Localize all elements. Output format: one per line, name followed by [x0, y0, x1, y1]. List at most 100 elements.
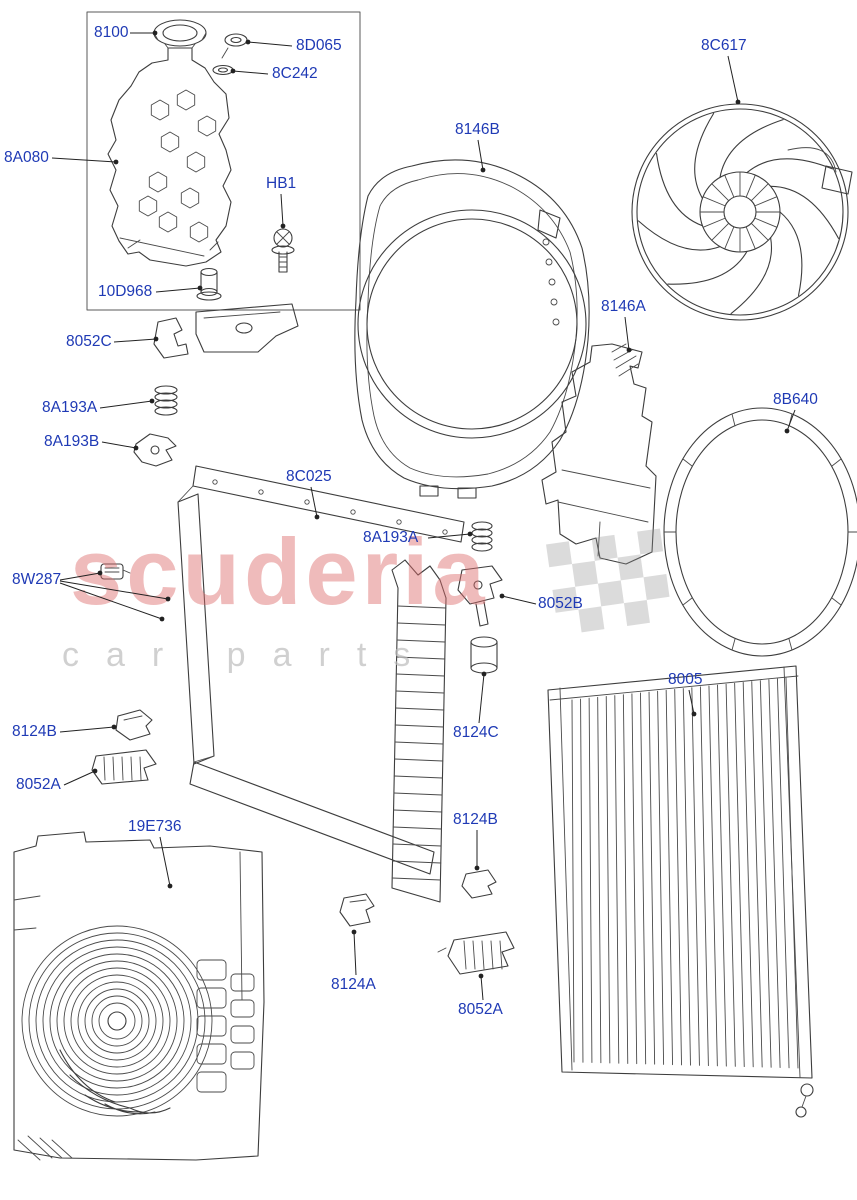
leader-line [624, 316, 630, 351]
leader-line [247, 41, 293, 47]
leader-dot [153, 336, 159, 342]
leader-line [280, 193, 284, 227]
part-label-group: 19E736 [128, 818, 181, 889]
leader-dot [197, 285, 203, 291]
part-label[interactable]: 8A080 [4, 149, 49, 166]
part-label[interactable]: 8052C [66, 333, 112, 350]
part-label[interactable]: 8052A [458, 1001, 503, 1018]
checker-flag-watermark [546, 528, 670, 633]
part-label-group: 8052C [66, 333, 159, 350]
part-label[interactable]: 8146B [455, 121, 500, 138]
part-label[interactable]: 10D968 [98, 283, 152, 300]
part-label[interactable]: 8D065 [296, 37, 342, 54]
leader-dot [165, 596, 171, 602]
part-label-group: 8146B [455, 121, 500, 173]
part-label-group: 8100 [94, 24, 158, 41]
part-label[interactable]: 8124A [331, 976, 376, 993]
part-label-group: 8A193A [42, 398, 155, 416]
leader-line [155, 287, 201, 293]
rib-lines [463, 940, 503, 970]
leader-dot [133, 445, 139, 451]
part-label-group: 10D968 [98, 283, 203, 300]
part-label-group: 8124A [331, 929, 376, 993]
part-label[interactable]: 8124C [453, 724, 499, 741]
part-label-group: 8C025 [286, 468, 332, 520]
clip-8124b-right-drawing [461, 869, 497, 899]
part-label[interactable]: 8146A [601, 298, 646, 315]
leader-line [59, 726, 115, 733]
watermark-brand: scuderia [70, 519, 489, 624]
leader-dot [280, 223, 286, 229]
part-label[interactable]: 8100 [94, 24, 129, 41]
part-label-group: 8005 [668, 671, 702, 717]
fan-hub-spokes [699, 171, 781, 253]
leader-dot [149, 398, 155, 404]
leader-line [688, 689, 695, 715]
bracket-8124a-drawing [339, 893, 375, 927]
leader-dot [245, 39, 251, 45]
leader-line [501, 595, 537, 605]
leader-dot [784, 428, 790, 434]
block-8052a-right-drawing [437, 931, 515, 975]
fan-spiral-rings [21, 925, 213, 1117]
part-label[interactable]: 8052A [16, 776, 61, 793]
leader-line [353, 931, 357, 976]
leader-dot [735, 99, 741, 105]
part-label[interactable]: 8124B [453, 811, 498, 828]
part-label[interactable]: 8A193A [42, 399, 98, 416]
part-label[interactable]: 8C025 [286, 468, 332, 485]
part-label[interactable]: HB1 [266, 175, 296, 192]
leader-dot [92, 768, 98, 774]
part-label[interactable]: 19E736 [128, 818, 181, 835]
part-label[interactable]: 8A193B [44, 433, 99, 450]
leader-dot [97, 570, 103, 576]
part-label-group: 8124B [453, 811, 498, 871]
bracket-8a193b-drawing [133, 433, 177, 467]
part-label-group: 8124B [12, 723, 117, 740]
part-label-group: 8D065 [245, 37, 342, 54]
screw-hb1-drawing [271, 228, 295, 273]
part-label-group: 8146A [601, 298, 646, 353]
expansion-tank-drawing [107, 19, 248, 267]
leader-dot [152, 30, 158, 36]
part-label[interactable]: 8005 [668, 671, 702, 688]
rib-lines [103, 756, 142, 781]
side-panel-8146a-drawing [541, 343, 657, 565]
leader-dot [480, 167, 486, 173]
leader-line [786, 409, 796, 432]
fan-shroud-8146b-drawing [354, 159, 590, 499]
grille-slots [196, 959, 255, 1093]
part-label[interactable]: 8124B [12, 723, 57, 740]
cylinder-8124c-drawing [470, 636, 498, 674]
leader-line [113, 338, 157, 343]
part-label[interactable]: 8C617 [701, 37, 747, 54]
leader-line [63, 770, 96, 786]
part-label-group: 8052B [499, 593, 583, 612]
leader-dot [691, 711, 697, 717]
leader-line [477, 139, 484, 171]
radiator-fins [571, 677, 799, 1069]
leader-line [59, 582, 163, 620]
leader-line [310, 486, 318, 518]
part-label-group: 8C242 [230, 65, 318, 82]
part-label-group: HB1 [266, 175, 296, 229]
part-label-group: 8B640 [773, 391, 818, 434]
leader-dot [111, 724, 117, 730]
part-label-group: 8052A [16, 768, 98, 793]
leader-dot [351, 929, 357, 935]
fan-ring-8b640-drawing [663, 407, 857, 657]
part-label[interactable]: 8B640 [773, 391, 818, 408]
leader-dot [467, 531, 473, 537]
leader-line [727, 55, 739, 103]
part-label-group: 8A193A [363, 529, 473, 546]
part-label[interactable]: 8A193A [363, 529, 419, 546]
part-label[interactable]: 8W287 [12, 571, 61, 588]
leader-line [99, 400, 153, 409]
part-label[interactable]: 8052B [538, 595, 583, 612]
leader-line [478, 673, 485, 724]
leader-dot [159, 616, 165, 622]
leader-line [51, 157, 117, 163]
part-label[interactable]: 8C242 [272, 65, 318, 82]
spring-8a193a-left-drawing [154, 385, 178, 416]
